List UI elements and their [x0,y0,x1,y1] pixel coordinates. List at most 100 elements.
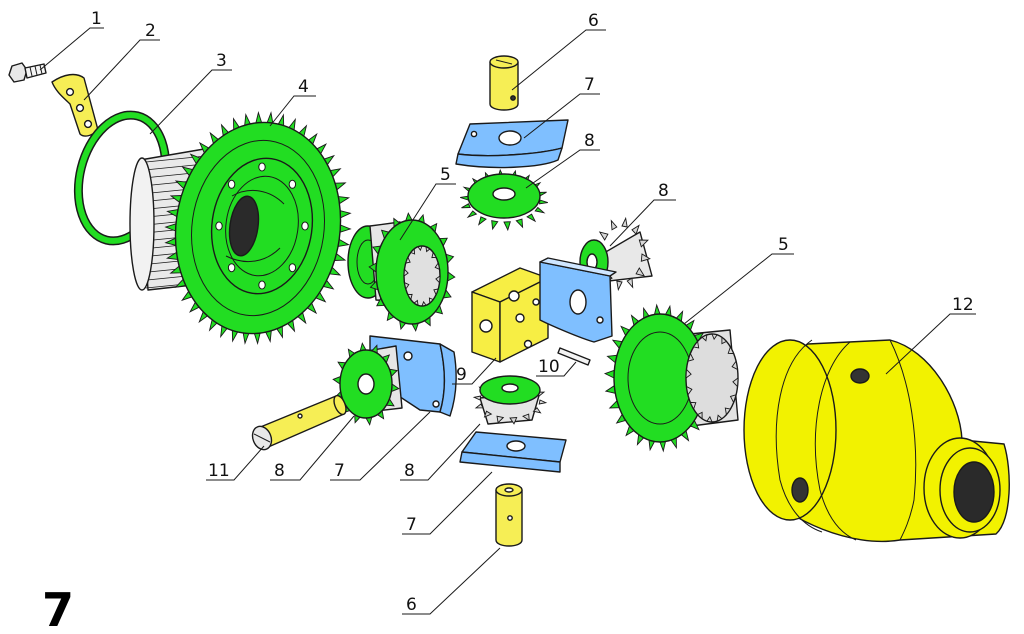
gear-tooth [421,300,427,307]
bolt-hole [288,263,297,273]
gear-tooth [522,413,530,422]
part-differential-housing [743,339,1010,542]
leader-6b [402,547,501,615]
bolt-hole [227,179,236,189]
gear-tooth [638,239,649,248]
gear-tooth [410,247,416,255]
gear-tooth [434,261,441,271]
part-thrust-plate-top [455,119,569,169]
part-side-gear-right [603,303,739,453]
leader-6a [511,29,606,91]
gear-tooth [478,216,487,226]
gear-tooth [626,277,634,289]
leader-2 [83,39,160,101]
gear-tooth [428,297,434,305]
gear-tooth [532,407,542,414]
gear-tooth [701,333,708,342]
part-lock-plate [51,73,99,137]
leader-8b [609,199,676,247]
callout-label-11: 11 [208,461,230,481]
gear-tooth [631,224,640,236]
gear-tooth [727,345,735,355]
callout-leaders [39,27,976,615]
part-thrust-plate-right [539,257,617,343]
gear-tooth [472,395,482,401]
gear-tooth [616,280,623,292]
gear-tooth [466,210,478,219]
part-pinion-gear-bottom [472,375,548,425]
leader-12 [885,313,976,375]
gear-tooth [685,368,692,379]
bolt-hole [301,221,309,231]
gear-tooth [339,210,352,219]
gear-tooth [461,203,471,209]
gear-tooth [635,267,646,277]
leader-1 [39,27,104,71]
gear-tooth [413,299,419,307]
gear-tooth [435,275,441,284]
gear-tooth [732,377,739,388]
leader-5b [683,253,794,325]
callout-label-5a: 5 [440,165,451,185]
gear-tooth [711,333,718,341]
part-bolt [8,62,47,83]
gear-tooth [433,288,439,296]
gear-tooth [403,268,409,277]
gear-tooth [417,245,423,252]
callout-label-9: 9 [456,365,467,385]
gear-tooth [610,219,618,231]
callout-label-8b: 8 [658,181,669,201]
callout-labels: 1 2 3 4 5 5 6 6 7 7 7 8 8 8 8 9 10 11 12 [91,9,974,615]
callout-label-10: 10 [538,357,560,377]
leader-4 [269,95,316,127]
gear-tooth [491,220,499,231]
leader-8c [270,415,355,481]
part-cross-pin [251,394,347,451]
part-pin-top [489,55,519,111]
gear-tooth [653,303,661,316]
gear-tooth [538,199,548,205]
leader-11 [206,445,265,481]
gear-tooth [242,332,250,345]
gear-tooth [255,110,263,124]
gear-tooth [253,332,261,346]
leader-10 [536,361,577,377]
figure-number: 7 [42,583,74,634]
gear-tooth [716,414,723,423]
gear-tooth [534,206,546,214]
bolt-hole [288,179,297,189]
leader-5a [399,183,456,241]
gear-tooth [598,231,609,241]
gear-tooth [721,336,728,345]
gear-tooth [724,407,732,416]
gear-tooth [403,281,410,291]
callout-label-6b: 6 [406,595,417,615]
gear-tooth [526,213,537,223]
part-pinion-gear-top [460,168,548,232]
part-pinion-gear-left [332,342,403,426]
gear-tooth [515,218,524,229]
gear-tooth [405,256,411,264]
part-small-pin [557,347,591,366]
bolt-hole [258,162,266,172]
gear-tooth [266,111,274,124]
bolt-hole [227,263,236,273]
gear-tooth [729,394,737,404]
gear-tooth [687,352,695,362]
leader-7b [330,411,431,481]
callout-label-7b: 7 [334,461,345,481]
gear-tooth [474,403,484,409]
gear-tooth [407,293,413,301]
part-crown-wheel [129,110,352,346]
gear-tooth [659,440,667,453]
callout-label-8a: 8 [584,131,595,151]
part-cross-block [471,267,549,363]
callout-label-12: 12 [952,295,974,315]
leader-7c [402,471,493,535]
gear-tooth [696,411,703,420]
gear-tooth [692,340,700,349]
gear-tooth [621,216,628,228]
callout-label-2: 2 [145,21,156,41]
callout-label-8c: 8 [274,461,285,481]
